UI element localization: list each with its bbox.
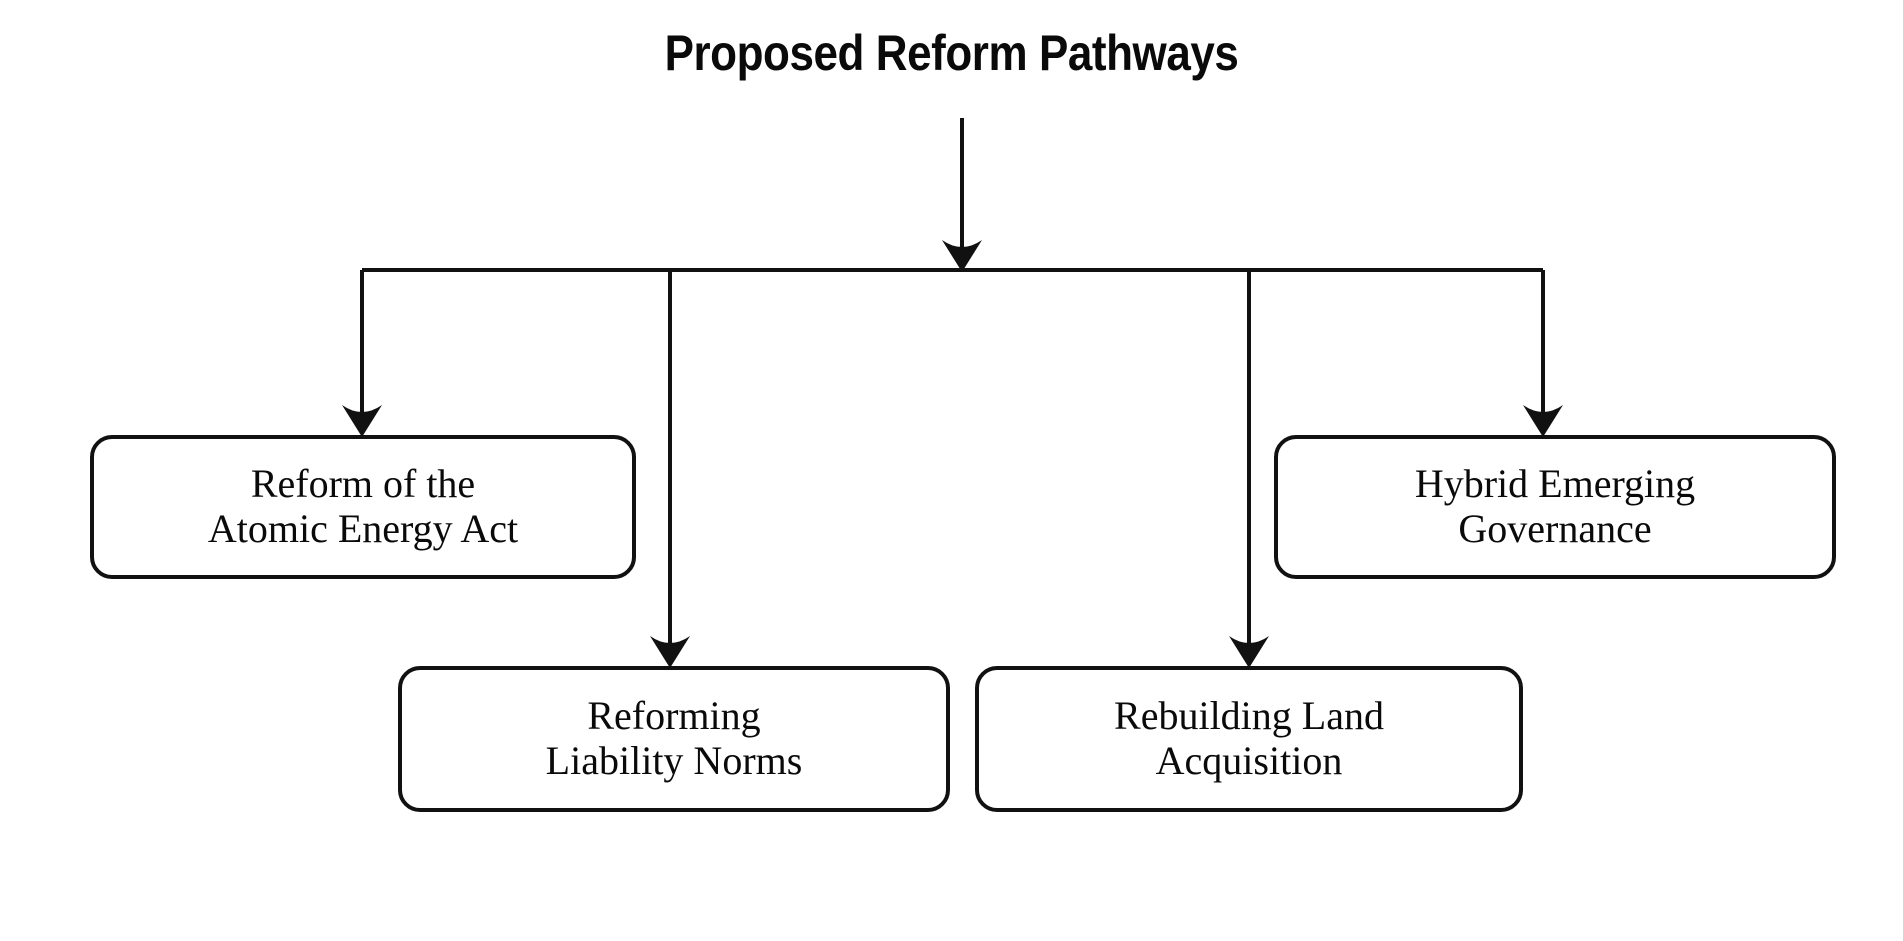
node-label: Reform of the Atomic Energy Act [207,461,519,551]
node-label: Hybrid Emerging Governance [1414,461,1696,551]
node-rebuilding-land-acquisition[interactable]: Rebuilding Land Acquisition [975,666,1523,812]
arrowhead-node-4 [1523,405,1563,437]
node-label: Rebuilding Land Acquisition [1114,693,1384,783]
arrowhead-node-1 [342,405,382,437]
arrowhead-node-3 [1229,636,1269,668]
node-hybrid-emerging-governance[interactable]: Hybrid Emerging Governance [1274,435,1836,579]
node-reform-of-the-atomic-energy-act[interactable]: Reform of the Atomic Energy Act [90,435,636,579]
arrowhead-root-to-bus [942,240,982,272]
node-label: Reforming Liability Norms [545,693,803,783]
arrowhead-node-2 [650,636,690,668]
page-title: Proposed Reform Pathways [664,25,1239,81]
node-reforming-liability-norms[interactable]: Reforming Liability Norms [398,666,950,812]
